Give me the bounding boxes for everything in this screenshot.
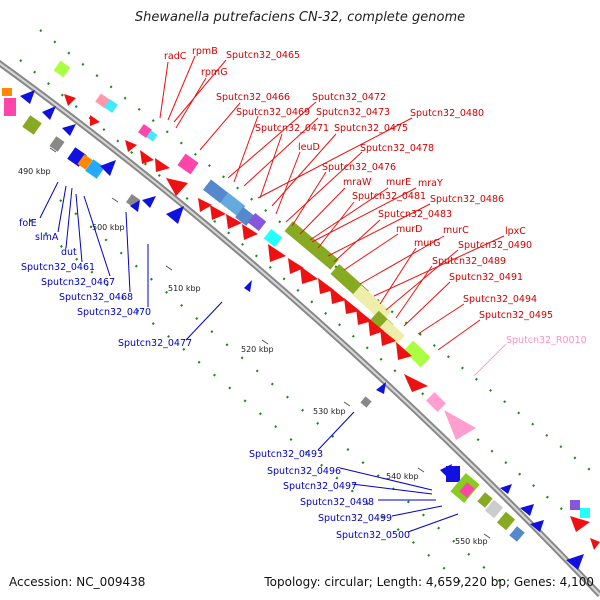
feature-arrow xyxy=(268,244,286,262)
gene-label: Sputcn32_0486 xyxy=(430,194,504,205)
ruler-label: 530 kbp xyxy=(313,407,346,416)
feature-block xyxy=(146,130,158,142)
gene-label: radC xyxy=(164,51,187,62)
feature-block xyxy=(53,60,71,78)
feature-arrow xyxy=(140,150,154,164)
reverse-strand-track xyxy=(2,88,600,570)
feature-block xyxy=(352,285,391,322)
gene-label: Sputcn32_0499 xyxy=(318,513,392,524)
ruler-label: 500 kbp xyxy=(92,223,125,232)
gene-label: mraW xyxy=(343,177,372,188)
feature-block xyxy=(220,192,246,217)
gene-label: Sputcn32_0471 xyxy=(255,123,329,134)
feature-block xyxy=(284,221,339,270)
gene-label: Sputcn32_0468 xyxy=(59,292,133,303)
gene-label: mraY xyxy=(418,178,443,189)
feature-arrow xyxy=(318,278,334,294)
gene-label: Sputcn32_0495 xyxy=(479,310,553,321)
feature-arrow xyxy=(330,287,346,304)
gene-label: Sputcn32_0469 xyxy=(236,107,310,118)
gene-label: Sputcn32_0470 xyxy=(77,307,151,318)
gene-label: Sputcn32_0500 xyxy=(336,530,410,541)
gene-label: Sputcn32_0475 xyxy=(334,123,408,134)
genome-backbone xyxy=(0,59,600,598)
gene-label: lpxC xyxy=(505,226,526,237)
feature-arrow xyxy=(404,374,428,392)
gene-label: Sputcn32_0472 xyxy=(312,92,386,103)
reverse-gene-labels: folE slmA dut Sputcn32_0461 Sputcn32_046… xyxy=(19,181,459,541)
feature-arrow xyxy=(125,140,137,152)
gene-label: slmA xyxy=(35,232,59,243)
topology-label: Topology: circular; Length: 4,659,220 bp… xyxy=(264,575,594,589)
feature-arrow xyxy=(64,94,76,106)
gene-label: Sputcn32_0493 xyxy=(249,449,323,460)
feature-block xyxy=(403,340,431,368)
feature-arrow xyxy=(242,224,258,240)
rna-track xyxy=(426,392,476,440)
feature-arrow xyxy=(166,178,188,196)
feature-arrow xyxy=(288,258,304,274)
gene-label: rpmG xyxy=(201,67,228,78)
forward-gene-labels: radC rpmB Sputcn32_0465 rpmG Sputcn32_04… xyxy=(159,46,553,351)
feature-block xyxy=(104,99,118,113)
gene-label: Sputcn32_0496 xyxy=(267,466,341,477)
gene-label: Sputcn32_0467 xyxy=(41,277,115,288)
ruler-label: 550 kbp xyxy=(455,537,488,546)
gene-label: Sputcn32_0473 xyxy=(316,107,390,118)
gene-label: Sputcn32_0491 xyxy=(449,272,523,283)
feature-arrow xyxy=(155,158,170,172)
gene-label: leuD xyxy=(298,142,320,153)
feature-arrow xyxy=(356,308,372,325)
gene-label: Sputcn32_0480 xyxy=(410,108,484,119)
gene-label: Sputcn32_0494 xyxy=(463,294,537,305)
rna-gene-labels: Sputcn32_R0010 xyxy=(473,335,587,377)
gene-label: Sputcn32_R0010 xyxy=(506,335,587,346)
ruler-label: 490 kbp xyxy=(18,167,51,176)
ruler-ticks xyxy=(49,147,491,539)
gene-label: Sputcn32_0497 xyxy=(283,481,357,492)
gene-label: Sputcn32_0490 xyxy=(458,240,532,251)
feature-arrow xyxy=(210,205,226,220)
gene-label: murG xyxy=(414,238,441,249)
feature-arrow xyxy=(344,298,360,314)
feature-arrow xyxy=(300,266,318,284)
gene-label: Sputcn32_0481 xyxy=(352,191,426,202)
gene-label: Sputcn32_0477 xyxy=(118,338,192,349)
map-title: Shewanella putrefaciens CN-32, complete … xyxy=(134,10,466,25)
gene-label: Sputcn32_0461 xyxy=(21,262,95,273)
feature-arrow xyxy=(198,198,212,212)
gc-dots-outer xyxy=(19,29,591,521)
gene-label: dut xyxy=(61,247,77,258)
feature-block xyxy=(263,228,283,248)
gene-label: murC xyxy=(443,225,469,236)
gene-label: Sputcn32_0476 xyxy=(322,162,396,173)
accession-label: Accession: NC_009438 xyxy=(9,575,146,589)
ruler-labels: 490 kbp 500 kbp 510 kbp 520 kbp 530 kbp … xyxy=(18,167,488,546)
feature-arrow xyxy=(226,214,242,229)
gene-label: Sputcn32_0465 xyxy=(226,50,300,61)
gene-label: Sputcn32_0466 xyxy=(216,92,290,103)
gene-label: murE xyxy=(386,177,411,188)
feature-arrow xyxy=(90,115,100,126)
feature-arrow xyxy=(396,342,412,360)
ruler-label: 510 kbp xyxy=(168,284,201,293)
gene-label: murD xyxy=(396,224,423,235)
forward-strand-track xyxy=(53,60,431,392)
gene-label: Sputcn32_0483 xyxy=(378,209,452,220)
feature-block xyxy=(378,319,405,346)
feature-arrow xyxy=(368,318,384,336)
gene-label: Sputcn32_0489 xyxy=(432,256,506,267)
feature-block xyxy=(247,212,267,232)
feature-arrow xyxy=(380,328,396,346)
gene-label: folE xyxy=(19,218,37,229)
ruler-label: 540 kbp xyxy=(386,472,419,481)
gene-label: Sputcn32_0478 xyxy=(360,143,434,154)
gene-label: Sputcn32_0498 xyxy=(300,497,374,508)
ruler-label: 520 kbp xyxy=(241,345,274,354)
feature-block xyxy=(203,179,229,204)
gene-label: rpmB xyxy=(192,46,218,57)
feature-block xyxy=(177,153,199,175)
